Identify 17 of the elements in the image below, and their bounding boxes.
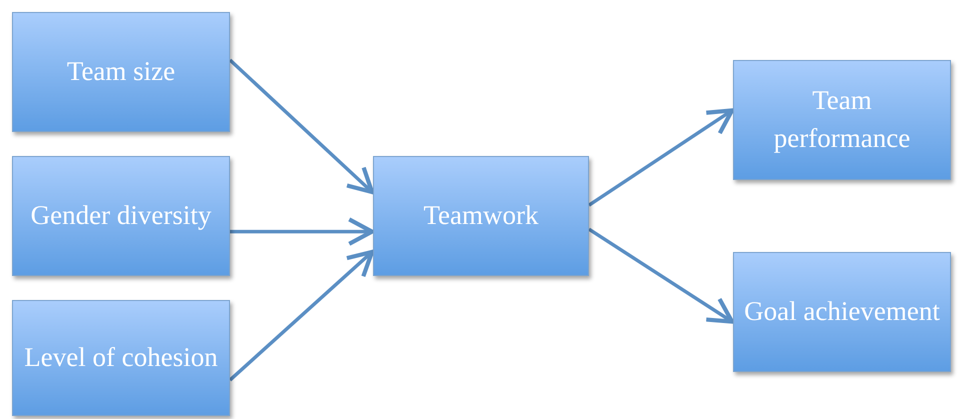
process-box [12, 12, 230, 132]
process-box [733, 252, 951, 372]
box-label: Team performance [772, 84, 912, 155]
box-label: Gender diversity [30, 199, 212, 232]
process-box [373, 156, 589, 276]
box-label: Level of cohesion [24, 341, 218, 374]
arrow [228, 250, 374, 382]
process-box [12, 300, 230, 416]
arrow [230, 217, 374, 246]
arrow [228, 58, 374, 194]
box-label: Goal achievement [744, 295, 940, 328]
process-box [733, 60, 951, 180]
box-label: Team size [66, 55, 176, 88]
arrow [588, 228, 734, 324]
arrow [588, 108, 734, 207]
box-label: Teamwork [423, 199, 539, 232]
process-box [12, 156, 230, 276]
